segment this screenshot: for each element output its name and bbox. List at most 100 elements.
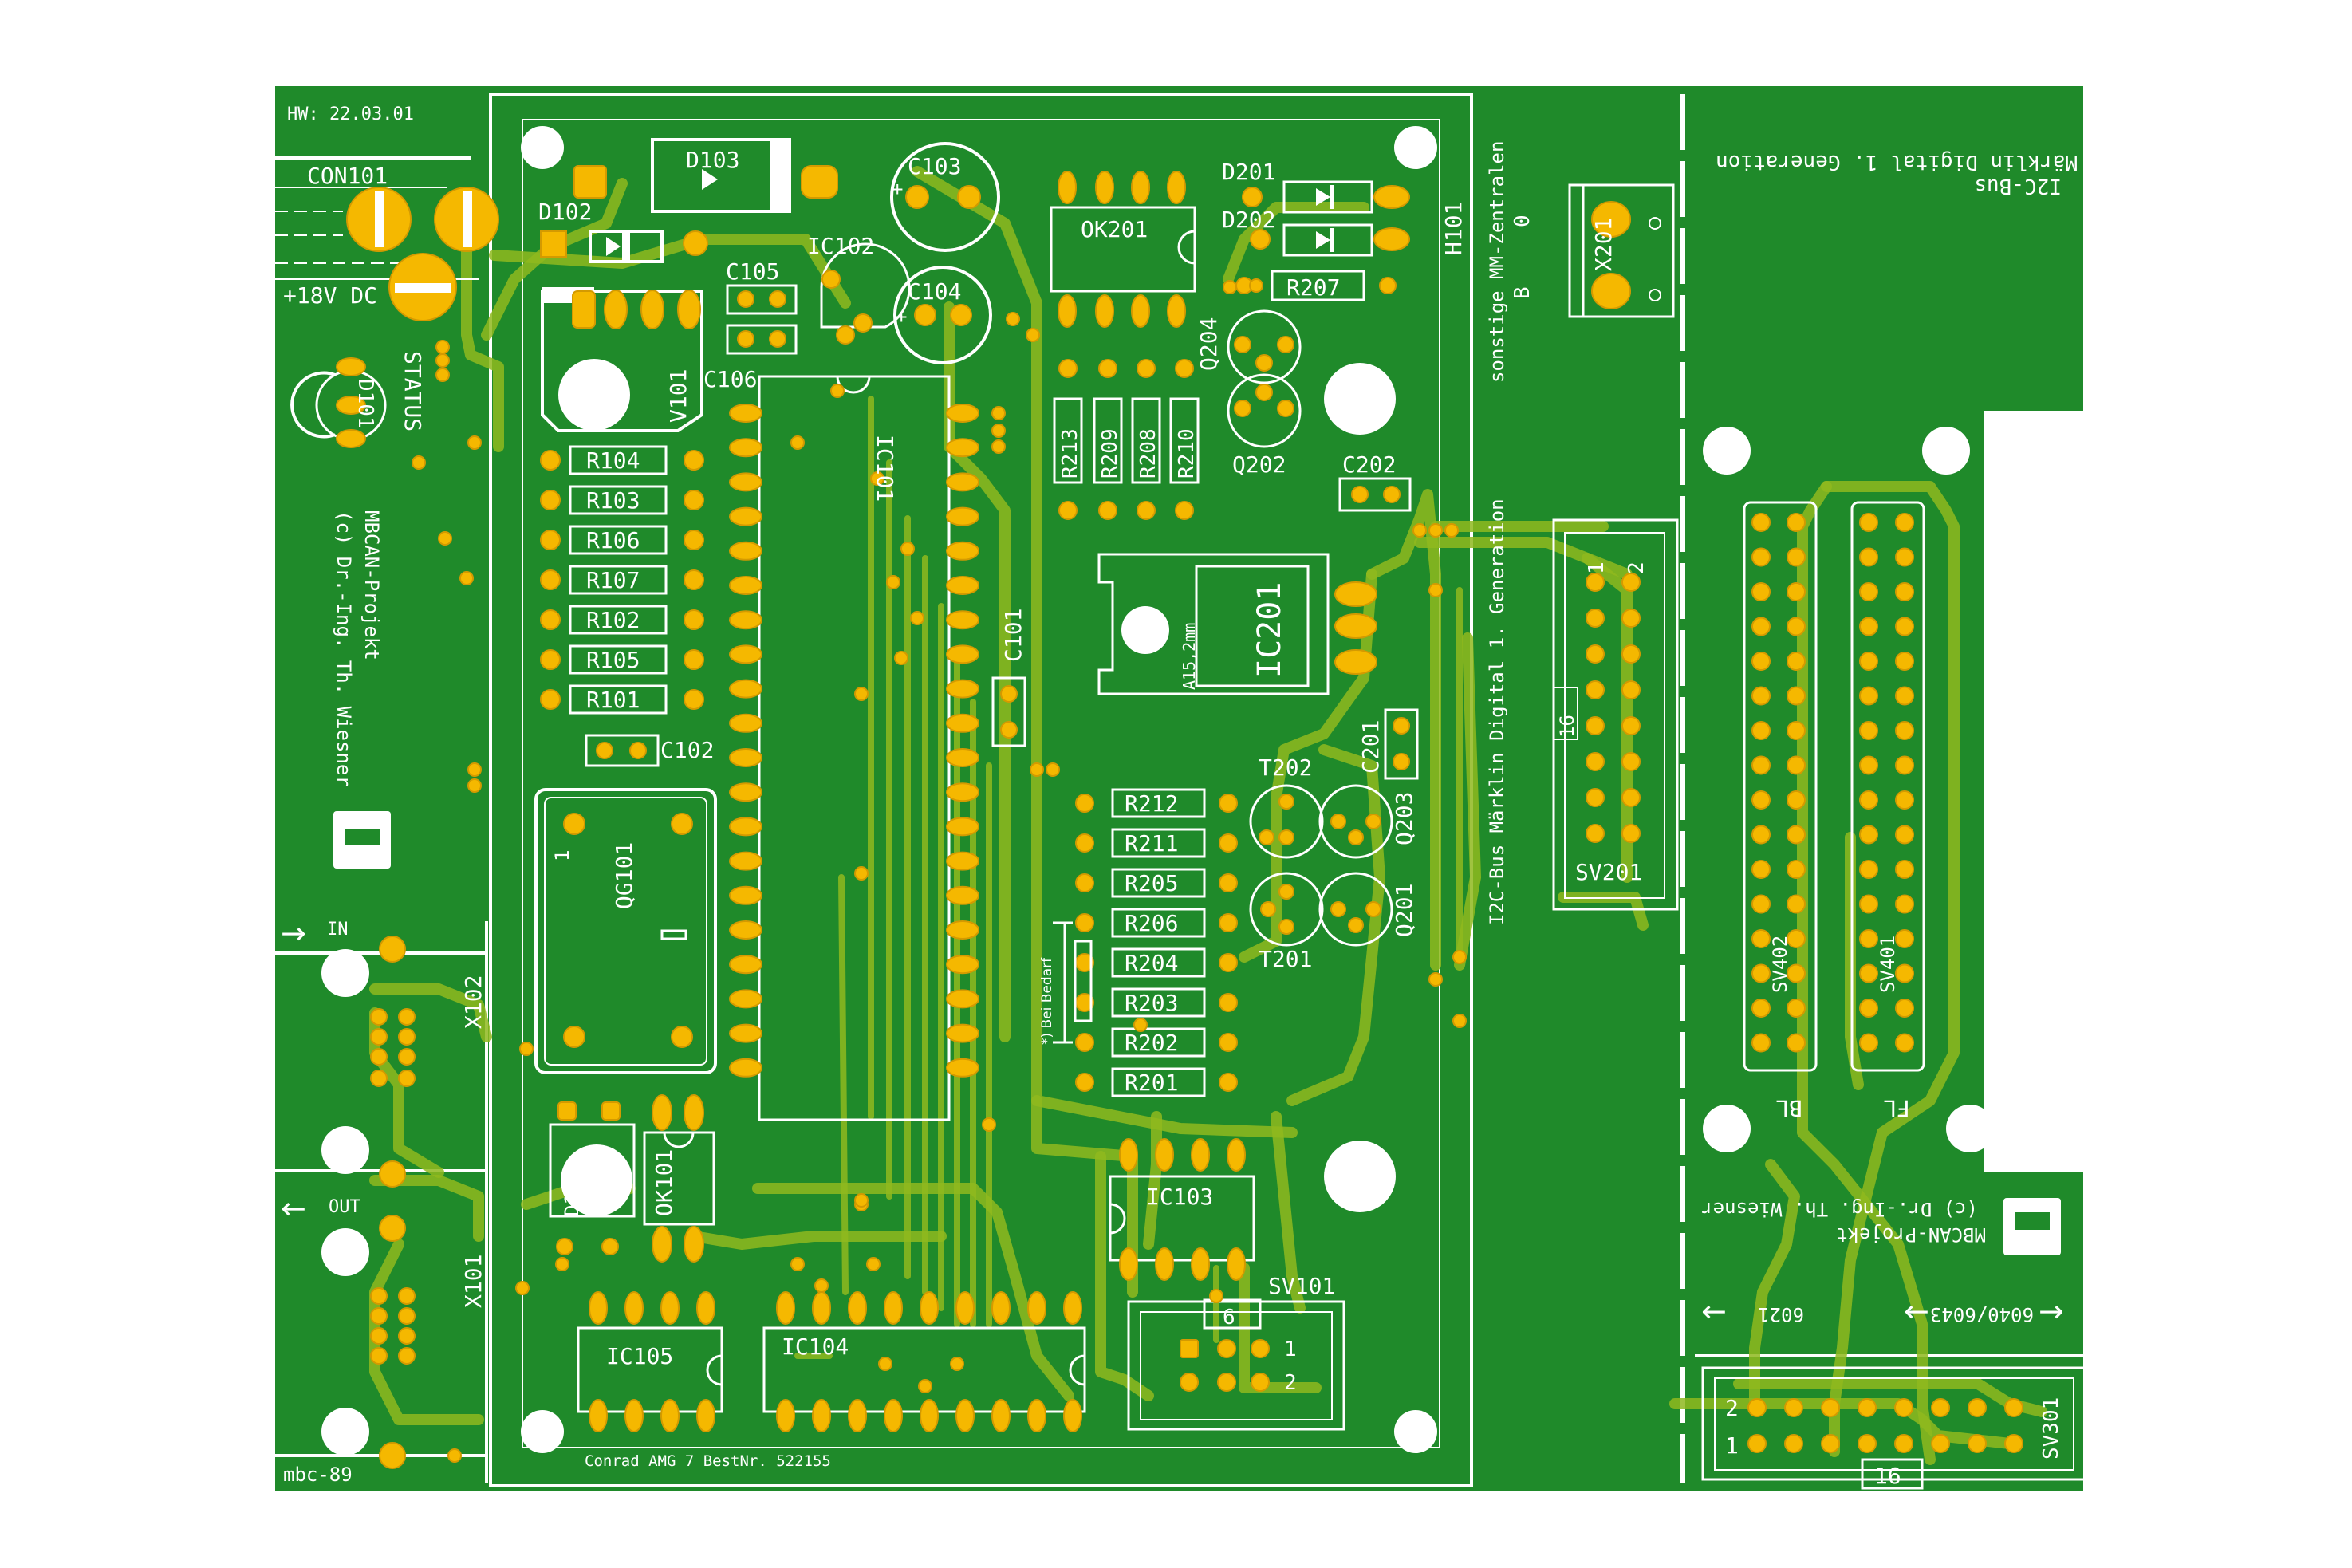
sv201-pin: [1586, 752, 1605, 771]
r207-label: R207: [1286, 274, 1340, 301]
sv402-pin: [1751, 894, 1771, 914]
r202-label: R202: [1125, 1030, 1178, 1056]
r202-resistor: [1075, 1027, 1238, 1058]
ic101-outline: [758, 375, 951, 1121]
ok201-optocoupler: [1050, 171, 1196, 328]
hole-d108: [561, 1144, 632, 1216]
qg101-pad-1: [563, 813, 585, 835]
d102-body: [589, 230, 664, 263]
ic104-pin: [991, 1399, 1011, 1432]
sv401-pin: [1895, 755, 1914, 775]
ic105-chip: [577, 1291, 723, 1432]
arrows: → ← ← ← →: [281, 916, 2064, 1329]
c202-capacitor: [1338, 477, 1412, 512]
sv301-label: SV301: [2039, 1397, 2063, 1460]
d101-label: D101: [353, 379, 377, 429]
ok201-label: OK201: [1081, 216, 1148, 242]
r106-resistor: [540, 525, 704, 555]
bus-title-1: I2C-Bus: [1974, 174, 2062, 198]
t201-transistor: [1249, 872, 1324, 947]
sv301-pin: [1931, 1434, 1950, 1453]
sv201-pins: [1586, 573, 1641, 843]
copyright-right: (c) Dr.-Ing. Th. Wiesner: [1701, 1198, 1978, 1220]
ic104-pins: [776, 1291, 1082, 1432]
ic101-pin: [946, 817, 979, 837]
sv401-pin: [1895, 999, 1914, 1018]
r211-resistor: [1075, 828, 1238, 858]
hole-right-2: [1922, 427, 1970, 475]
ic101-pin: [729, 541, 762, 561]
hole-tl: [521, 126, 564, 169]
sv401-pin: [1859, 755, 1878, 775]
r204-label: R204: [1125, 950, 1178, 976]
d103-label: D103: [686, 147, 739, 173]
sv401-pin: [1859, 790, 1878, 810]
c105-pad-1: [737, 290, 754, 308]
c104-capacitor: [893, 266, 992, 364]
ic101-pin: [729, 644, 762, 664]
d201-label: D201: [1222, 159, 1275, 185]
arrow-6040-left: ←: [1904, 1294, 1929, 1329]
sv402-pin: [1751, 547, 1771, 567]
out-label: OUT: [329, 1197, 360, 1217]
bei-bedarf-label: *) Bei Bedarf: [1039, 957, 1055, 1045]
sv201-pin: [1621, 644, 1641, 664]
sv201-pin: [1621, 573, 1641, 592]
ic104-label: IC104: [782, 1334, 849, 1360]
sv201-pin: [1621, 716, 1641, 735]
ok101-label: OK101: [651, 1149, 677, 1216]
r103-label: R103: [586, 487, 640, 514]
sv301-pin: [1747, 1398, 1767, 1417]
sv201-pin: [1621, 824, 1641, 843]
ic101-pin: [729, 404, 762, 423]
t201-label: T201: [1259, 946, 1312, 972]
sv301-pin: [1821, 1434, 1840, 1453]
v101-pad-1: [604, 290, 628, 329]
ic104-pin: [1027, 1291, 1046, 1325]
sv401-pin: [1859, 1033, 1878, 1053]
sv201-label: SV201: [1575, 859, 1642, 885]
sv201-connector: [1552, 518, 1679, 911]
qg101-inner: [544, 797, 707, 1066]
d103-pad-1: [573, 165, 607, 199]
c105-pad-2: [769, 290, 786, 308]
sv301-pin: [2004, 1398, 2023, 1417]
qg101-crystal: [660, 929, 687, 940]
sv402-pin: [1751, 790, 1771, 810]
sv301-pin: [1784, 1434, 1803, 1453]
c106-pad-2: [769, 330, 786, 348]
h101-vias: [1412, 523, 1467, 987]
sv402-label: SV402: [1769, 936, 1791, 993]
sv402-pin: [1787, 721, 1806, 740]
sv402-pin: [1787, 963, 1806, 983]
d202-diode: [1250, 223, 1410, 257]
ic104-pin: [848, 1399, 867, 1432]
sv201-pin: [1621, 609, 1641, 628]
project-name-right: MBCAN-Projekt: [1836, 1223, 1986, 1246]
r209-label: R209: [1098, 428, 1122, 479]
d103-pad-2: [801, 165, 838, 199]
sv301-pin: [1968, 1434, 1987, 1453]
ic201-note: A15,2mm: [1180, 623, 1199, 690]
x102-connector: [370, 936, 416, 1188]
c103-plus: +: [892, 178, 903, 200]
sv101-label: SV101: [1268, 1273, 1335, 1299]
sv301-pin: [1821, 1398, 1840, 1417]
r105-label: R105: [586, 647, 640, 673]
sv402-pin: [1751, 513, 1771, 532]
label-6021: 6021: [1758, 1303, 1804, 1326]
sv402-pin: [1787, 755, 1806, 775]
sv402-pin: [1751, 755, 1771, 775]
ic101-pin: [946, 920, 979, 940]
c105-capacitor: [726, 284, 798, 315]
hole-bottom-left: [321, 1408, 369, 1456]
in-arrow: →: [281, 916, 306, 951]
ic103-chip: [1109, 1138, 1255, 1281]
sv401-pin: [1895, 582, 1914, 601]
sv401-header: [1850, 501, 1925, 1072]
b-label: B: [1511, 286, 1535, 299]
ic101-pin: [946, 989, 979, 1009]
sv402-pin: [1751, 686, 1771, 706]
r101-resistor: [540, 684, 704, 715]
d101-pad-3: [336, 429, 366, 448]
